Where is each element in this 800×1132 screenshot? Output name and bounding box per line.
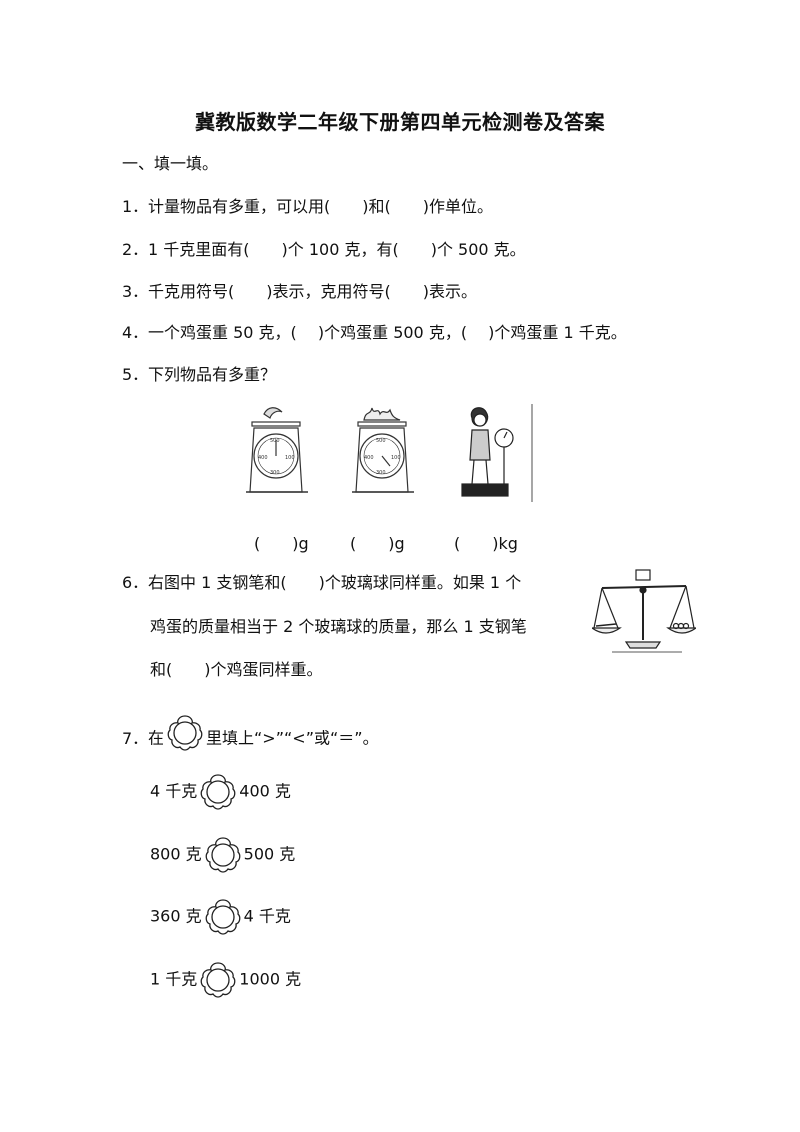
svg-text:300: 300 bbox=[270, 470, 280, 476]
balance-scale-image bbox=[592, 569, 696, 653]
question-1: 1．计量物品有多重，可以用( )和( )作单位。 bbox=[122, 193, 493, 217]
question-number: 7． bbox=[122, 728, 149, 748]
question-number: 2． bbox=[122, 240, 149, 259]
question-text-line-1: 右图中 1 支钢笔和( )个玻璃球同样重。如果 1 个 bbox=[148, 573, 522, 592]
flower-blank-icon bbox=[165, 713, 205, 753]
question-text-after: 里填上“>”“<”或“＝”。 bbox=[206, 728, 379, 748]
svg-text:400: 400 bbox=[364, 455, 374, 461]
svg-text:100: 100 bbox=[285, 455, 295, 461]
question-text: 千克用符号( )表示，克用符号( )表示。 bbox=[148, 282, 477, 301]
kitchen-scale-cabbage-image: 500 400 100 300 bbox=[352, 407, 414, 493]
question-number: 1． bbox=[122, 197, 149, 216]
svg-text:300: 300 bbox=[376, 470, 386, 476]
question-5: 5．下列物品有多重？ bbox=[122, 361, 276, 385]
answer-blank-2: ( )g bbox=[350, 534, 405, 553]
question-7: 7．在 里填上“>”“<”或“＝”。 bbox=[122, 719, 379, 759]
question-text: 下列物品有多重？ bbox=[148, 365, 277, 384]
comparison-item-4: 1 千克 1000 克 bbox=[150, 960, 301, 1000]
comparison-left: 360 克 bbox=[150, 906, 202, 926]
comparison-left: 4 千克 bbox=[150, 781, 198, 801]
scales-illustration: 500 400 100 300 500 400 100 300 bbox=[246, 404, 533, 502]
comparison-right: 1000 克 bbox=[239, 969, 302, 989]
answer-blank-1: ( )g bbox=[254, 534, 309, 553]
svg-text:500: 500 bbox=[376, 438, 386, 444]
flower-blank-icon[interactable] bbox=[203, 897, 243, 937]
flower-blank-icon[interactable] bbox=[198, 772, 238, 812]
question-text: 一个鸡蛋重 50 克，( )个鸡蛋重 500 克，( )个鸡蛋重 1 千克。 bbox=[148, 323, 627, 342]
question-text: 计量物品有多重，可以用( )和( )作单位。 bbox=[148, 197, 493, 216]
section-heading: 一、填一填。 bbox=[122, 154, 219, 173]
page-title: 冀教版数学二年级下册第四单元检测卷及答案 bbox=[195, 110, 605, 134]
person-on-scale-image bbox=[461, 404, 533, 502]
svg-text:100: 100 bbox=[391, 455, 401, 461]
comparison-right: 500 克 bbox=[243, 844, 296, 864]
answer-blank-3: ( )kg bbox=[454, 534, 518, 553]
question-number: 4． bbox=[122, 323, 149, 342]
question-number: 3． bbox=[122, 282, 149, 301]
question-number: 6． bbox=[122, 573, 149, 592]
flower-blank-icon[interactable] bbox=[203, 835, 243, 875]
comparison-right: 4 千克 bbox=[243, 906, 291, 926]
flower-blank-icon[interactable] bbox=[198, 960, 238, 1000]
kitchen-scale-banana-image: 500 400 100 300 bbox=[246, 407, 308, 493]
question-2: 2．1 千克里面有( )个 100 克，有( )个 500 克。 bbox=[122, 236, 526, 260]
comparison-item-3: 360 克 4 千克 bbox=[150, 897, 291, 937]
comparison-item-2: 800 克 500 克 bbox=[150, 835, 295, 875]
question-number: 5． bbox=[122, 365, 149, 384]
comparison-left: 1 千克 bbox=[150, 969, 198, 989]
question-text-line-2: 鸡蛋的质量相当于 2 个玻璃球的质量，那么 1 支钢笔 bbox=[150, 617, 527, 636]
question-4: 4．一个鸡蛋重 50 克，( )个鸡蛋重 500 克，( )个鸡蛋重 1 千克。 bbox=[122, 319, 627, 343]
svg-text:400: 400 bbox=[258, 455, 268, 461]
comparison-left: 800 克 bbox=[150, 844, 202, 864]
question-text: 1 千克里面有( )个 100 克，有( )个 500 克。 bbox=[148, 240, 526, 259]
comparison-item-1: 4 千克 400 克 bbox=[150, 772, 291, 812]
question-text-before: 在 bbox=[148, 728, 165, 748]
svg-text:500: 500 bbox=[270, 438, 280, 444]
question-6: 6．右图中 1 支钢笔和( )个玻璃球同样重。如果 1 个 bbox=[122, 569, 521, 593]
question-text-line-3: 和( )个鸡蛋同样重。 bbox=[150, 660, 323, 679]
comparison-right: 400 克 bbox=[239, 781, 291, 801]
question-3: 3．千克用符号( )表示，克用符号( )表示。 bbox=[122, 278, 477, 302]
